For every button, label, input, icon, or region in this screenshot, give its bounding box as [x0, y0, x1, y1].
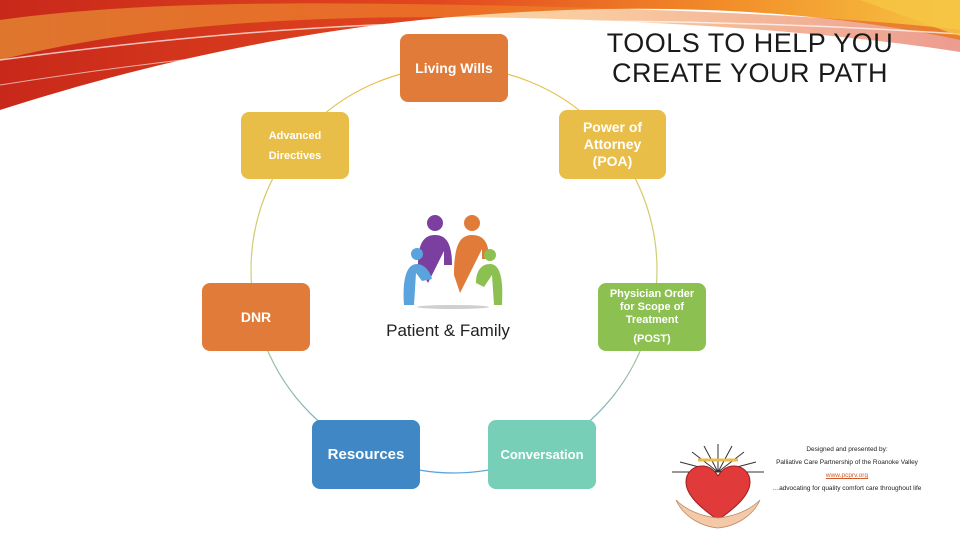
family-figure-icon: [403, 215, 503, 309]
slide-title: TOOLS TO HELP YOU CREATE YOUR PATH: [590, 28, 910, 88]
heart-in-hands-icon: [672, 444, 764, 529]
node-dnr-label: DNR: [240, 309, 272, 325]
node-living-wills-label: Living Wills: [415, 60, 493, 76]
node-post-line-3: Treatment: [625, 314, 679, 326]
credit-line-2: Palliative Care Partnership of the Roano…: [776, 459, 918, 466]
node-poa-line-1: Power of: [582, 119, 643, 135]
node-post-line-4: (POST): [633, 333, 671, 345]
title-line-1: TOOLS TO HELP YOU: [606, 28, 894, 58]
credit-website-link[interactable]: www.pcprv.org: [825, 472, 869, 479]
node-conversation: Conversation: [488, 420, 596, 489]
node-post-line-1: Physician Order: [609, 288, 695, 300]
node-resources: Resources: [312, 420, 420, 489]
node-adv-line-1: Advanced: [268, 129, 322, 142]
node-dnr: DNR: [202, 283, 310, 351]
title-line-2: CREATE YOUR PATH: [611, 58, 889, 88]
node-conversation-label: Conversation: [500, 447, 584, 462]
node-power-of-attorney: Power of Attorney (POA): [559, 110, 666, 179]
node-advanced-directives: Advanced Directives: [241, 112, 349, 179]
credit-block: Designed and presented by: Palliative Ca…: [758, 446, 936, 498]
node-poa-line-3: (POA): [592, 153, 633, 169]
credit-line-1: Designed and presented by:: [806, 446, 888, 453]
node-poa-line-2: Attorney: [583, 136, 642, 152]
node-post-line-2: for Scope of: [619, 301, 685, 313]
credit-tagline: …advocating for quality comfort care thr…: [772, 485, 922, 492]
node-resources-label: Resources: [327, 446, 405, 463]
node-post: Physician Order for Scope of Treatment (…: [598, 283, 706, 351]
center-label: Patient & Family: [386, 321, 510, 340]
node-living-wills: Living Wills: [400, 34, 508, 102]
node-adv-line-2: Directives: [268, 149, 322, 162]
